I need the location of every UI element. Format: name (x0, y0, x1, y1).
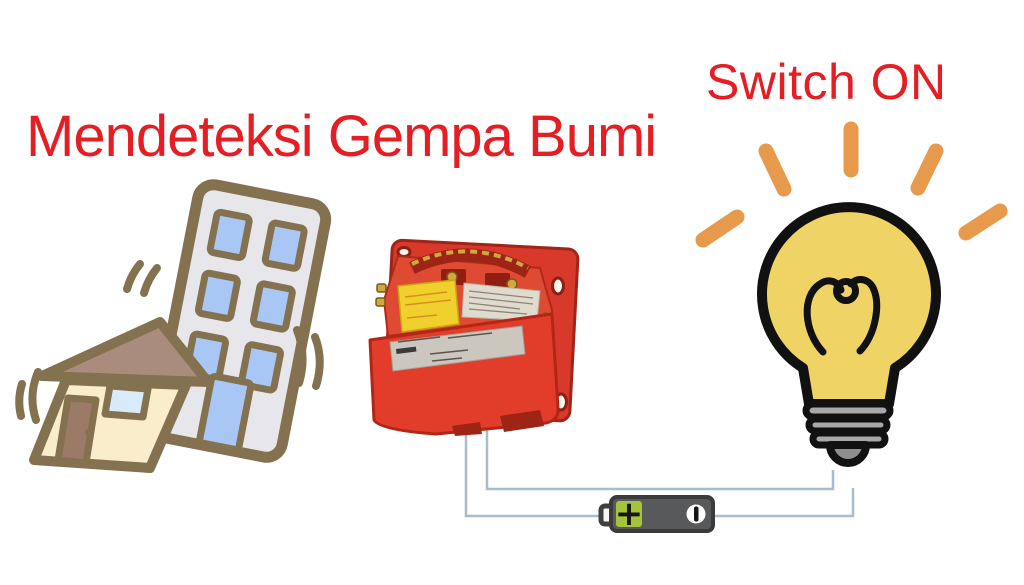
bulb-glass (757, 202, 941, 409)
sensor-handle-arch (409, 248, 532, 278)
sensor-foot (452, 422, 482, 436)
seismic-sensor-illustration (368, 238, 580, 436)
circuit-wire-sensor-to-bulb (485, 424, 835, 491)
building-window (194, 269, 241, 322)
tall-building-icon (148, 179, 332, 463)
battery-positive-section (616, 501, 642, 527)
flange-hole (551, 276, 565, 296)
small-house-icon (29, 317, 213, 473)
building-window (238, 341, 284, 394)
sensor-handle-strip (411, 249, 529, 270)
screw-icon (375, 297, 386, 307)
house-roof (37, 317, 213, 387)
bulb-filament-icon (803, 276, 881, 356)
shaking-buildings-illustration (15, 179, 332, 473)
sensor-front-label (389, 325, 526, 372)
battery-illustration: + (598, 494, 715, 534)
yellow-label-text-lines (404, 291, 452, 319)
white-label-text-lines (468, 290, 534, 315)
building-window (206, 208, 253, 262)
light-bulb-illustration (695, 121, 1008, 467)
house-door (54, 394, 100, 467)
bulb-base (802, 400, 894, 467)
sensor-yellow-label (397, 279, 460, 333)
house-window (101, 382, 152, 421)
battery-plus-symbol: + (615, 494, 644, 534)
battery-terminal-bar-icon (694, 506, 699, 522)
light-rays-icon (695, 121, 1008, 248)
building-door (196, 372, 255, 453)
building-window (261, 219, 308, 272)
front-label-bar (395, 346, 417, 354)
sensor-foot (500, 410, 544, 432)
screw-icon (376, 283, 387, 293)
sensor-vent (485, 273, 510, 289)
heading-switch-on: Switch ON (706, 54, 947, 110)
shake-marks-icon (15, 260, 324, 424)
house-doorknob (85, 429, 91, 435)
building-window (249, 280, 296, 333)
front-label-text-lines (397, 332, 493, 362)
heading-mendeteksi-gempa-bumi: Mendeteksi Gempa Bumi (26, 104, 657, 169)
